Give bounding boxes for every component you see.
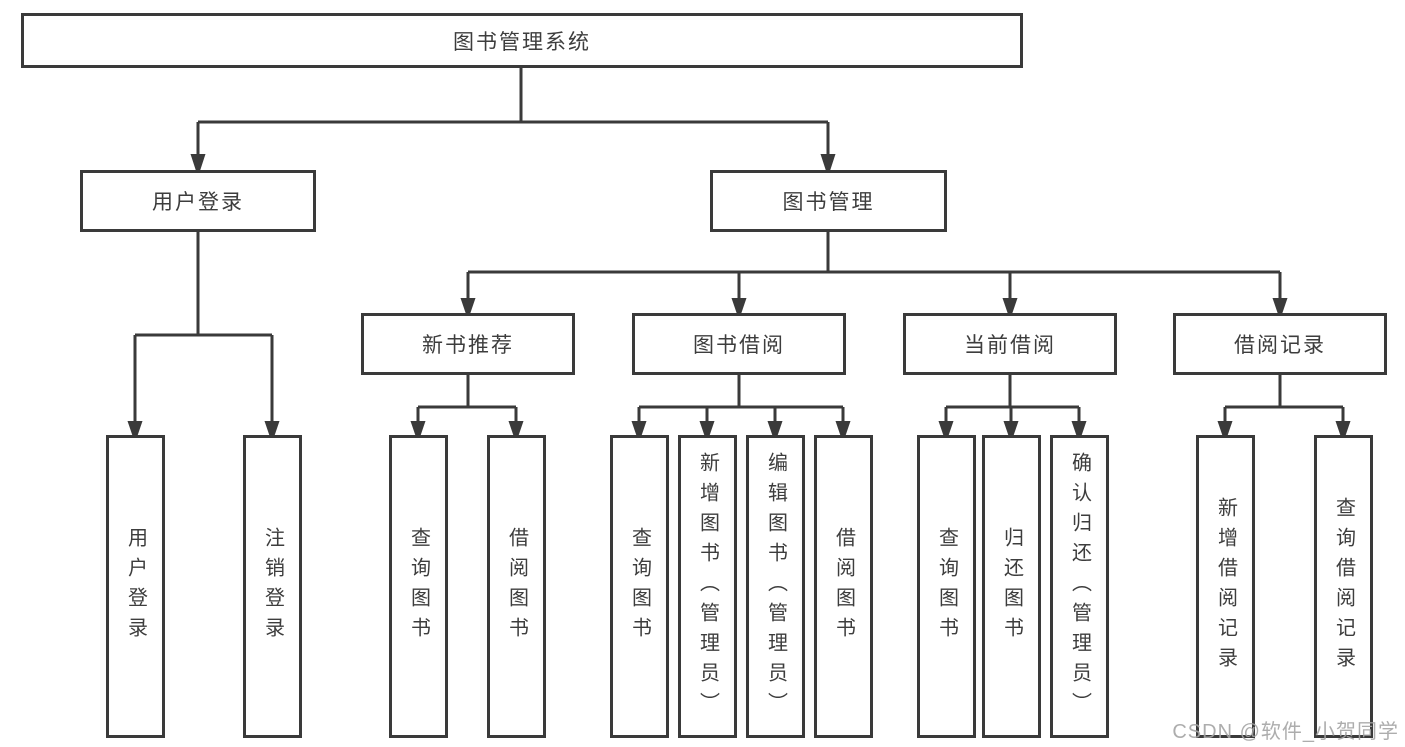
node-current-borrow: 当前借阅 <box>903 313 1117 375</box>
leaf-label: 新增借阅记录 <box>1214 496 1237 677</box>
leaf-label: 查询图书 <box>935 526 958 647</box>
leaf-label: 归还图书 <box>1000 526 1023 647</box>
node-book-management: 图书管理 <box>710 170 947 232</box>
leaf-add-books-admin: 新增图书（管理员） <box>678 435 737 738</box>
node-label: 借阅记录 <box>1234 334 1326 357</box>
csdn-watermark: CSDN @软件_小贺同学 <box>1172 721 1399 743</box>
leaf-query-borrow-record: 查询借阅记录 <box>1314 435 1373 738</box>
leaf-label: 查询图书 <box>628 526 651 647</box>
leaf-query-books-recommend: 查询图书 <box>389 435 448 738</box>
node-user-login: 用户登录 <box>80 170 316 232</box>
leaf-user-login: 用户登录 <box>106 435 165 738</box>
leaf-label: 借阅图书 <box>505 526 528 647</box>
node-book-borrow: 图书借阅 <box>632 313 846 375</box>
leaf-borrow-books: 借阅图书 <box>814 435 873 738</box>
leaf-label: 新增图书（管理员） <box>696 451 719 722</box>
node-label: 图书管理 <box>782 191 875 214</box>
node-borrow-records: 借阅记录 <box>1173 313 1387 375</box>
leaf-label: 用户登录 <box>124 526 147 647</box>
leaf-label: 借阅图书 <box>832 526 855 647</box>
node-label: 用户登录 <box>152 191 244 214</box>
leaf-label: 确认归还（管理员） <box>1068 451 1091 722</box>
leaf-return-books: 归还图书 <box>982 435 1041 738</box>
node-label: 图书借阅 <box>693 334 785 357</box>
arrowheads <box>127 154 1351 443</box>
node-label: 当前借阅 <box>964 334 1056 357</box>
leaf-logout: 注销登录 <box>243 435 302 738</box>
leaf-query-books-current: 查询图书 <box>917 435 976 738</box>
leaf-label: 查询图书 <box>407 526 430 647</box>
leaf-borrow-books-recommend: 借阅图书 <box>487 435 546 738</box>
leaf-query-books-borrow: 查询图书 <box>610 435 669 738</box>
leaf-confirm-return-admin: 确认归还（管理员） <box>1050 435 1109 738</box>
node-label: 图书管理系统 <box>453 30 591 54</box>
leaf-label: 注销登录 <box>261 526 284 647</box>
node-new-book-recommend: 新书推荐 <box>361 313 575 375</box>
leaf-edit-books-admin: 编辑图书（管理员） <box>746 435 805 738</box>
leaf-label: 查询借阅记录 <box>1332 496 1355 677</box>
node-library-system: 图书管理系统 <box>21 13 1023 68</box>
leaf-add-borrow-record: 新增借阅记录 <box>1196 435 1255 738</box>
node-label: 新书推荐 <box>422 334 514 357</box>
leaf-label: 编辑图书（管理员） <box>764 451 787 722</box>
